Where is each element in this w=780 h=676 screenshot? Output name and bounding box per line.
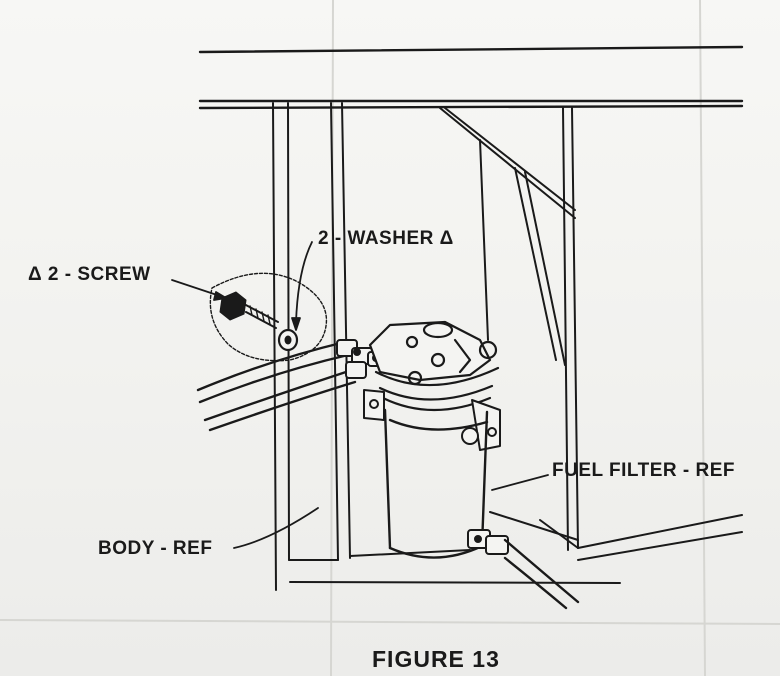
top-frame [198,45,744,110]
leader-lines [171,241,549,549]
filter-canister [383,408,489,559]
right-structure [439,107,743,561]
filter-head [368,320,498,386]
fuel-filter-label: FUEL FILTER - REF [552,460,736,481]
screw-washer-callout [209,272,328,362]
fuel-hose-left [196,340,357,432]
floor-lines [289,511,621,584]
washer-label: 2 - WASHER Δ [318,228,454,249]
body-label: BODY - REF [98,538,213,559]
figure-caption: FIGURE 13 [372,646,500,672]
fuel-hose-bottom [503,538,580,610]
screw-label: Δ 2 - SCREW [28,264,151,285]
bottom-fitting [467,529,509,555]
